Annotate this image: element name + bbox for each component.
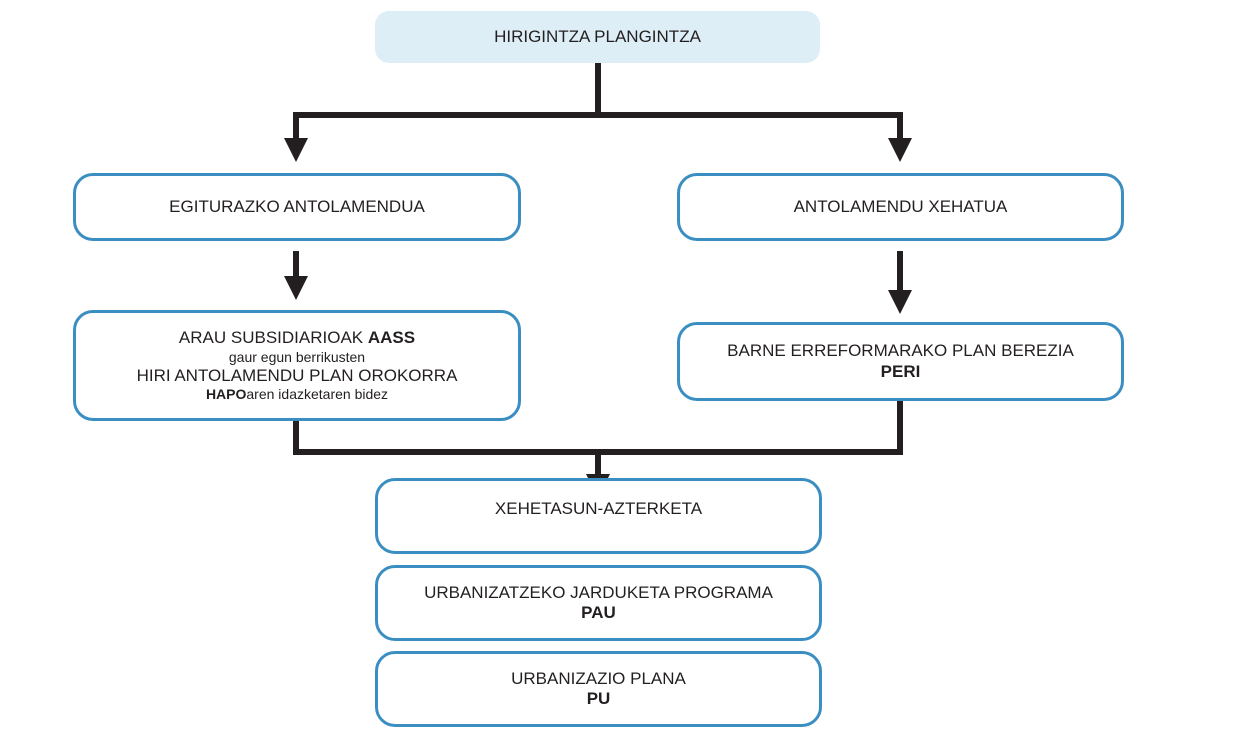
xehetasun-label: XEHETASUN-AZTERKETA <box>494 499 703 518</box>
xehetasun-azterketa-node: XEHETASUN-AZTERKETA <box>375 478 822 554</box>
arau-line1: ARAU SUBSIDIARIOAK AASS <box>179 328 415 348</box>
pau-label: URBANIZATZEKO JARDUKETA PROGRAMA <box>424 582 773 602</box>
egiturazko-label: EGITURAZKO ANTOLAMENDUA <box>169 196 425 216</box>
arau-subsidiarioak-node: ARAU SUBSIDIARIOAK AASS gaur egun berrik… <box>73 310 521 421</box>
pu-label: URBANIZAZIO PLANA <box>511 668 686 688</box>
arau-line2: gaur egun berrikusten <box>228 348 366 365</box>
arrow-peri <box>888 290 912 314</box>
egiturazko-antolamendua-node: EGITURAZKO ANTOLAMENDUA <box>73 173 521 241</box>
arau-line1-abbr: AASS <box>367 328 416 348</box>
pu-node: URBANIZAZIO PLANA PU <box>375 651 822 727</box>
pau-node: URBANIZATZEKO JARDUKETA PROGRAMA PAU <box>375 565 822 641</box>
root-label: HIRIGINTZA PLANGINTZA <box>494 26 701 46</box>
peri-label: BARNE ERREFORMARAKO PLAN BEREZIA <box>727 341 1074 361</box>
arau-line4-abbr: HAPO <box>205 385 247 402</box>
root-node: HIRIGINTZA PLANGINTZA <box>375 11 820 63</box>
arau-line3: HIRI ANTOLAMENDU PLAN OROKORRA <box>136 365 458 385</box>
arrow-arau <box>284 276 308 300</box>
pau-abbr: PAU <box>581 603 616 622</box>
arau-line1-text: ARAU SUBSIDIARIOAK <box>178 328 368 348</box>
antolamendu-xehatua-node: ANTOLAMENDU XEHATUA <box>677 173 1124 241</box>
arrow-xehatua <box>888 138 912 162</box>
arau-line4: HAPOaren idazketaren bidez <box>206 386 388 403</box>
arrow-egiturazko <box>284 138 308 162</box>
xehatua-label: ANTOLAMENDU XEHATUA <box>793 196 1008 216</box>
pu-abbr: PU <box>586 689 611 708</box>
arau-line4-text: aren idazketaren bidez <box>246 385 389 402</box>
peri-node: BARNE ERREFORMARAKO PLAN BEREZIA PERI <box>677 322 1124 401</box>
peri-abbr: PERI <box>880 361 921 381</box>
